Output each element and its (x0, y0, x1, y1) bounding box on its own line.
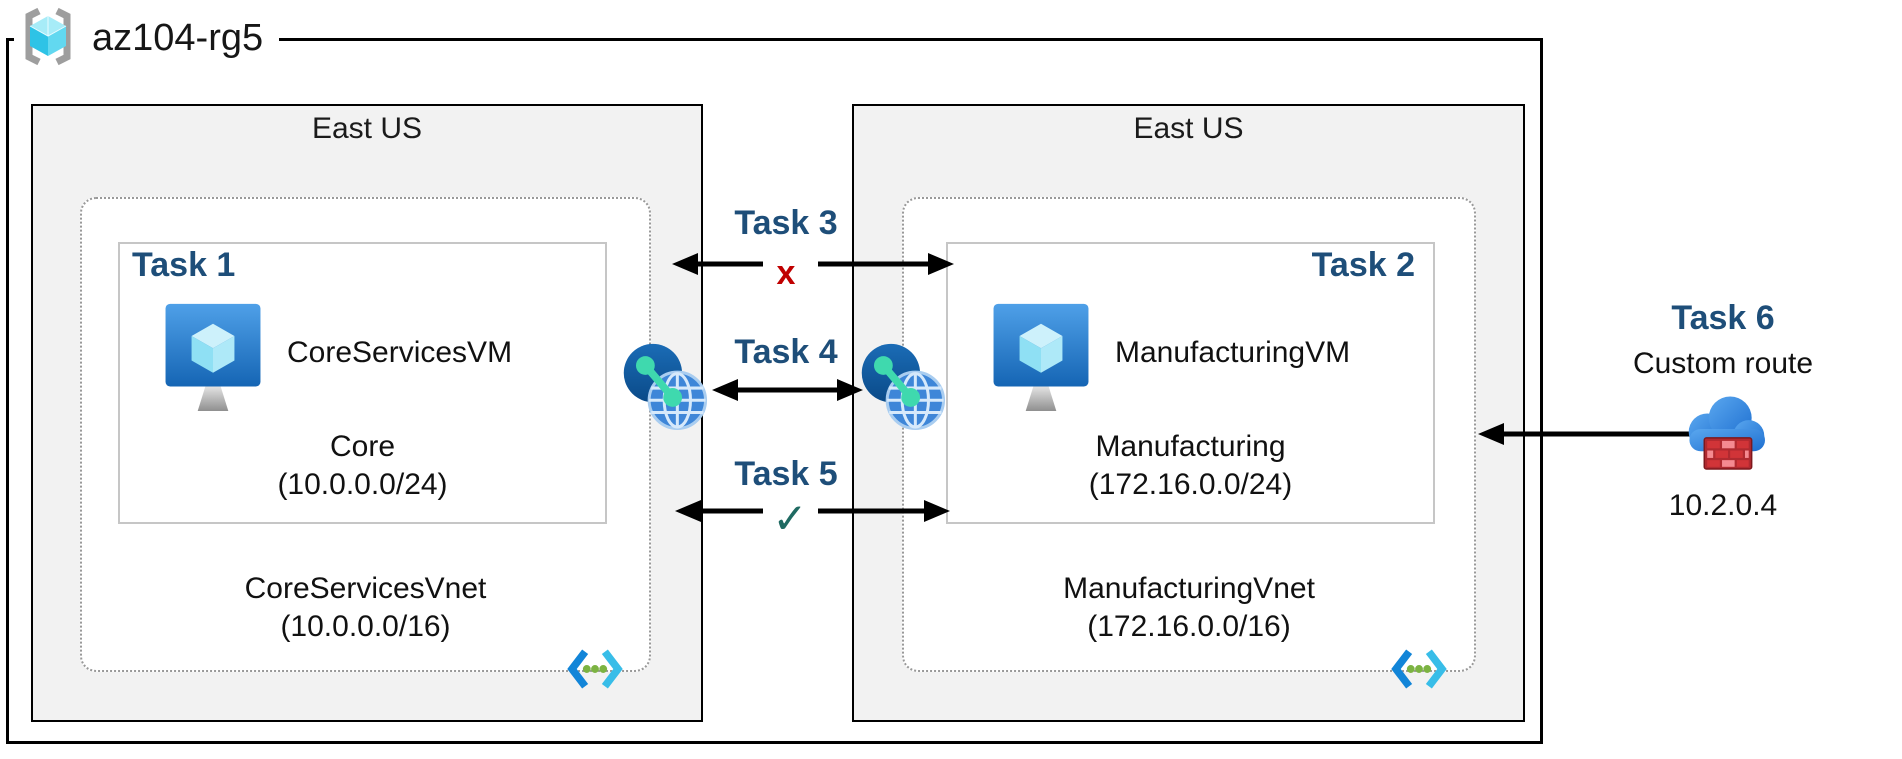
vnet-icon-right (1391, 649, 1447, 689)
manufacturing-subnet-cidr: (172.16.0.0/24) (1088, 468, 1293, 501)
task6-label: Task 6 (1671, 299, 1775, 337)
manufacturing-vm-icon (993, 303, 1089, 411)
coreservices-vnet-name: CoreServicesVnet (244, 572, 487, 605)
coreservices-vnet-label: CoreServicesVnet (10.0.0.0/16) (80, 570, 651, 646)
task3-label: Task 3 (734, 204, 838, 242)
manufacturing-subnet-name: Manufacturing (1095, 430, 1286, 463)
task5-allowed-check: ✓ (772, 495, 808, 542)
manufacturing-vm-name: ManufacturingVM (1115, 336, 1351, 369)
resource-group-title: az104-rg5 (82, 16, 274, 60)
core-subnet-label: Core (10.0.0.0/24) (118, 428, 607, 504)
coreservices-vnet-cidr: (10.0.0.0/16) (280, 610, 451, 643)
task4-label: Task 4 (734, 333, 838, 371)
vnet-peering-icon-left (623, 343, 708, 430)
vnet-peering-icon-right (861, 343, 946, 430)
manufacturing-vnet-cidr: (172.16.0.0/16) (1087, 610, 1291, 643)
task2-label: Task 2 (1311, 246, 1415, 284)
task1-label: Task 1 (132, 246, 236, 284)
coreservices-vm-icon (165, 303, 261, 411)
resource-group-icon (14, 4, 82, 72)
resource-group-header: az104-rg5 (14, 2, 280, 74)
task5-label: Task 5 (734, 455, 838, 493)
manufacturing-subnet-label: Manufacturing (172.16.0.0/24) (946, 428, 1435, 504)
firewall-bricks (1703, 437, 1753, 470)
firewall-cloud-icon (1688, 396, 1765, 470)
manufacturing-vnet-name: ManufacturingVnet (1063, 572, 1315, 605)
task3-blocked-x: x (776, 254, 796, 292)
vnet-icon-left (567, 649, 623, 689)
custom-route-label: Custom route (1632, 347, 1814, 380)
core-subnet-cidr: (10.0.0.0/24) (277, 468, 448, 501)
region-label-right: East US (1133, 112, 1244, 145)
custom-route-ip: 10.2.0.4 (1668, 489, 1778, 522)
core-subnet-name: Core (329, 430, 396, 463)
manufacturing-vnet-label: ManufacturingVnet (172.16.0.0/16) (902, 570, 1476, 646)
coreservices-vm-name: CoreServicesVM (287, 336, 513, 369)
region-label-left: East US (311, 112, 423, 145)
